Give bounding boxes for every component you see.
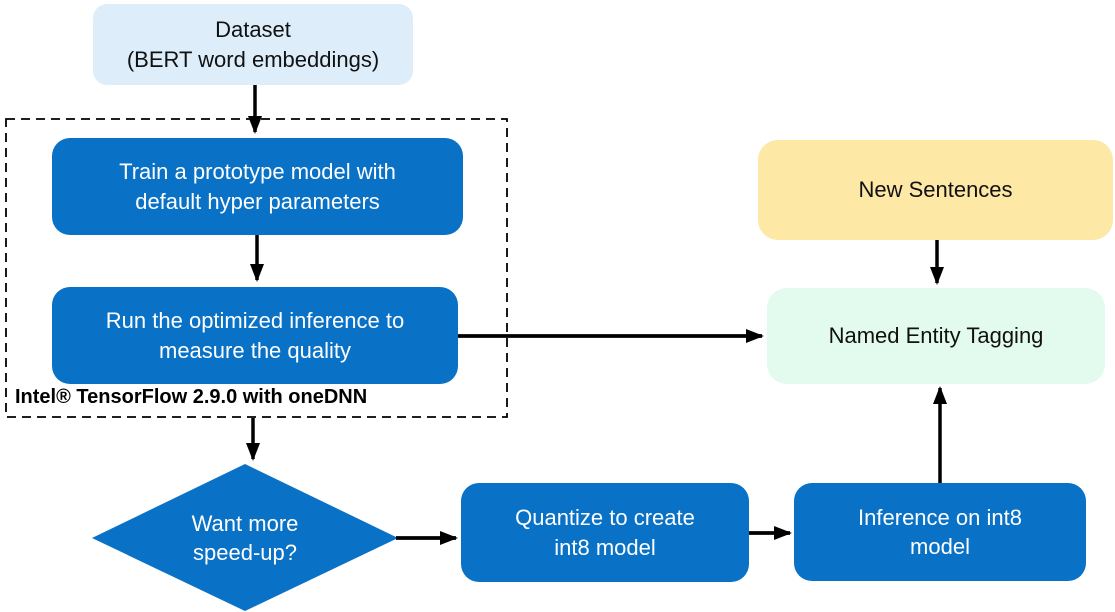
node-run-optimized-inference: Run the optimized inference to measure t… [52, 287, 458, 384]
node-new-sentences: New Sentences [758, 140, 1113, 240]
node-dataset: Dataset (BERT word embeddings) [93, 4, 413, 85]
tensorflow-group-label: Intel® TensorFlow 2.9.0 with oneDNN [15, 386, 368, 408]
node-decision-label: Want more speed-up? [191, 511, 299, 566]
node-quantize: Quantize to create int8 model [461, 483, 749, 582]
node-named-entity-tagging: Named Entity Tagging [767, 288, 1105, 384]
node-train-prototype: Train a prototype model with default hyp… [52, 138, 463, 235]
tensorflow-group-border [5, 118, 508, 418]
node-int8-inference: Inference on int8 model [794, 483, 1086, 581]
decision-diamond-shape [92, 464, 398, 611]
